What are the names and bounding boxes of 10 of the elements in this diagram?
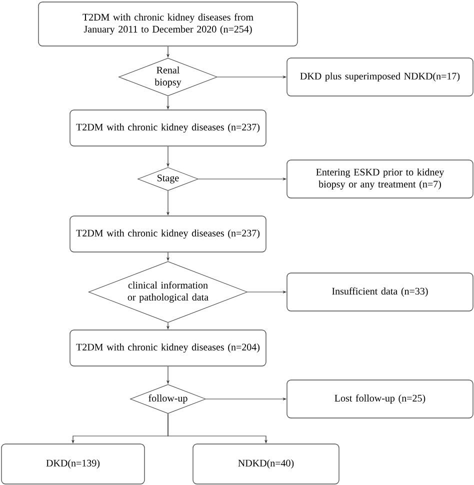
process-box: T2DM with chronic kidney diseases (n=204): [70, 330, 266, 366]
process-box: NDKD(n=40): [192, 444, 340, 484]
process-box: DKD(n=139): [1, 444, 145, 484]
process-box: T2DM with chronic kidney diseases (n=237): [70, 110, 266, 146]
process-box: Entering ESKD prior to kidney biopsy or any treatment (n=7): [286, 160, 474, 198]
process-box: Insufficient data (n=33): [286, 272, 474, 312]
process-box: DKD plus superimposed NDKD(n=17): [286, 58, 474, 96]
process-box: T2DM with chronic kidney diseases from January 2011 to December 2020 (n=254): [38, 2, 298, 46]
process-box: Lost follow-up (n=25): [286, 380, 474, 418]
process-box: T2DM with chronic kidney diseases (n=237): [70, 216, 266, 252]
